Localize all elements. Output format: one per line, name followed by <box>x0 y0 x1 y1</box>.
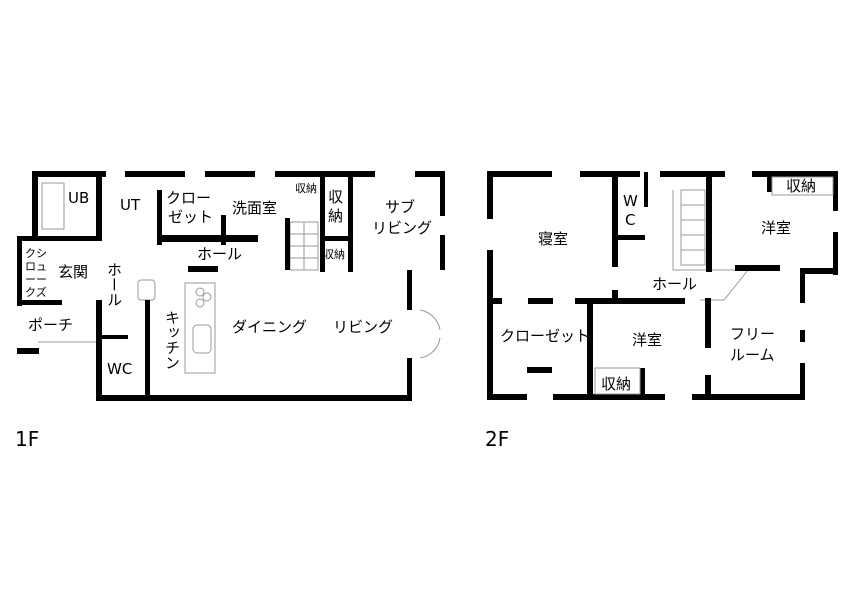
room-label-wc: W <box>623 192 638 210</box>
room-label-storage-mid: 収納 <box>601 375 631 393</box>
room-label-wc: WC <box>107 360 132 378</box>
stove-burner-icon <box>202 292 212 302</box>
room-label-wc-2: C <box>625 211 635 229</box>
washbasin-icon <box>137 279 156 301</box>
room-label-closet: クロー <box>166 189 211 207</box>
room-label-hall: ホール <box>197 245 242 263</box>
stairs-icon <box>289 221 319 271</box>
room-label-porch: ポーチ <box>28 316 73 334</box>
room-label-ut: UT <box>120 196 141 214</box>
room-label-storage: 収 <box>328 188 343 206</box>
floor1-plan: UB UT クロー ゼット 洗面室 収納 収 納 収納 サブ リビング ホール … <box>15 171 445 451</box>
room-label-shoe-closet-3: ーー <box>25 273 47 286</box>
room-label-free-room-2: ルーム <box>730 346 775 364</box>
storage-outline <box>771 176 834 196</box>
floor-label-1f: 1F <box>15 427 39 451</box>
stove-burner-icon <box>195 287 205 297</box>
room-label-storage-2: 納 <box>328 207 343 225</box>
room-label-closet-2: ゼット <box>168 208 213 226</box>
room-label-shoe-closet: クシ <box>25 247 47 260</box>
room-label-living: リビング <box>333 318 393 336</box>
room-label-storage-top: 収納 <box>786 177 816 195</box>
room-label-sub-living: サブ <box>385 198 415 216</box>
room-label-washroom: 洗面室 <box>232 199 277 217</box>
floor2-walls <box>487 171 838 400</box>
floor-label-2f: 2F <box>485 427 509 451</box>
kitchen-counter <box>184 282 216 374</box>
room-label-kitchen: キッチン <box>163 310 181 370</box>
room-label-dining: ダイニング <box>232 318 307 336</box>
storage-outline <box>594 367 641 395</box>
room-label-closet: クローゼット <box>500 327 590 345</box>
bathtub-icon <box>41 182 65 230</box>
room-label-western-top: 洋室 <box>761 219 791 237</box>
room-label-shoe-closet-4: クズ <box>25 285 47 299</box>
floor2-plan: 寝室 W C 収納 洋室 ホール クローゼット 洋室 収納 フリー ルーム 2F <box>485 171 838 451</box>
room-label-ub: UB <box>68 189 89 207</box>
room-label-storage-lower: 収納 <box>323 248 345 261</box>
room-label-western-mid: 洋室 <box>632 331 662 349</box>
floor1-walls <box>17 171 445 401</box>
sink-icon <box>192 324 212 354</box>
room-label-storage-small: 収納 <box>295 182 317 195</box>
room-label-free-room: フリー <box>730 325 775 343</box>
room-label-shoe-closet-2: ロュ <box>25 260 47 273</box>
room-label-sub-living-2: リビング <box>372 219 432 237</box>
patio-door <box>419 309 441 359</box>
room-label-hall: ホール <box>652 275 697 293</box>
room-label-entrance: 玄関 <box>58 263 88 281</box>
room-label-bedroom: 寝室 <box>538 230 568 248</box>
stove-burner-icon <box>195 298 205 308</box>
room-label-hall-vertical: ホール <box>105 262 123 307</box>
